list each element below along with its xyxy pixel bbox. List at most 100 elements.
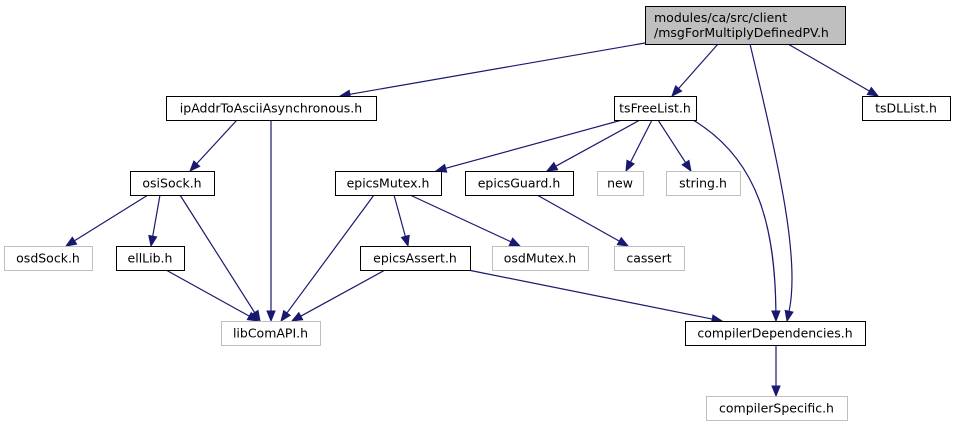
node-label: ipAddrToAsciiAsynchronous.h [180,101,362,116]
arrowhead [784,309,794,323]
edge-line [749,43,793,312]
arrowhead [280,309,292,323]
edge-line [165,269,250,317]
arrowhead [866,86,880,97]
arrowhead [189,160,201,172]
edge-compdep-to-compspec [771,345,781,398]
arrowhead [681,159,692,173]
node-label: epicsAssert.h [373,251,457,266]
edge-line [657,119,687,163]
edge-line [692,119,777,312]
edge-tsfree-to-string [657,119,692,173]
edge-root-to-ipaddr [338,42,646,99]
node-box [130,171,215,196]
node-cassert[interactable]: cassert [614,246,685,271]
nodes-layer: modules/ca/src/client/msgForMultiplyDefi… [4,6,951,421]
arrowhead [771,310,781,323]
node-tsfree[interactable]: tsFreeList.h [614,96,697,121]
node-box [335,171,442,196]
node-tsdl[interactable]: tsDLList.h [862,96,951,121]
node-box [465,171,574,196]
edge-line [630,119,653,163]
node-epicsmutex[interactable]: epicsMutex.h [335,171,442,196]
node-label: tsDLList.h [875,101,937,116]
node-epicsassert[interactable]: epicsAssert.h [360,246,471,271]
arrowhead [290,311,304,322]
edge-osisock-to-elllib [148,194,161,248]
edge-line [349,42,646,95]
edge-ipaddr-to-osisock [189,119,238,172]
edge-epicsguard-to-cassert [536,194,630,247]
node-label: modules/ca/src/client [654,10,787,25]
edge-line [409,194,512,243]
edge-line [179,194,256,313]
node-osdmutex[interactable]: osdMutex.h [492,246,589,271]
arrowhead [400,234,410,248]
node-elllib[interactable]: ellLib.h [116,246,185,271]
node-libcom[interactable]: libComAPI.h [221,321,321,346]
node-label: compilerDependencies.h [697,326,852,341]
edge-tsfree-to-compdep [692,119,781,323]
arrowhead [508,237,522,247]
node-compspec[interactable]: compilerSpecific.h [706,396,848,421]
node-epicsguard[interactable]: epicsGuard.h [465,171,574,196]
node-box [166,96,377,121]
edge-epicsmutex-to-osdmutex [409,194,522,247]
edge-osisock-to-osdsock [64,194,149,247]
node-box [666,171,741,196]
node-label: tsFreeList.h [619,101,691,116]
node-label: epicsGuard.h [478,176,561,191]
node-label: osdSock.h [16,251,80,266]
arrowhead [671,84,683,98]
edges-layer [64,42,880,398]
arrowhead [616,236,630,247]
edge-line [536,194,620,242]
node-box [116,246,185,271]
edge-epicsassert-to-compdep [467,269,724,324]
edge-line [393,194,406,237]
edge-tsfree-to-new [625,119,653,173]
node-box [614,96,697,121]
edge-line [555,119,641,167]
node-label: string.h [679,176,727,191]
arrowhead [545,161,559,172]
node-box [862,96,951,121]
node-ipaddr[interactable]: ipAddrToAsciiAsynchronous.h [166,96,377,121]
node-compdep[interactable]: compilerDependencies.h [685,321,866,346]
node-new[interactable]: new [597,171,644,196]
node-label: osiSock.h [142,176,201,191]
node-label: new [607,176,633,191]
edge-epicsassert-to-libcom [290,269,386,322]
node-root[interactable]: modules/ca/src/client/msgForMultiplyDefi… [645,6,846,45]
node-box [4,246,93,271]
node-box [597,171,644,196]
edge-line [196,119,238,165]
edge-line [787,43,870,92]
node-label: libComAPI.h [233,326,308,341]
edge-tsfree-to-epicsmutex [434,119,623,173]
edge-epicsmutex-to-epicsassert [393,194,410,248]
edge-line [74,194,149,242]
node-box [614,246,685,271]
edge-line [286,194,375,314]
node-string[interactable]: string.h [666,171,741,196]
arrowhead [246,311,260,322]
node-box [360,246,471,271]
edge-line [678,43,719,89]
edge-osisock-to-libcom [179,194,261,323]
edge-root-to-compdep [749,43,794,323]
node-box [706,396,848,421]
node-osisock[interactable]: osiSock.h [130,171,215,196]
arrowhead [64,236,78,247]
node-label: /msgForMultiplyDefinedPV.h [654,25,829,40]
arrowhead [266,310,276,323]
node-box [221,321,321,346]
node-label: osdMutex.h [504,251,576,266]
node-osdsock[interactable]: osdSock.h [4,246,93,271]
edge-line [445,119,623,169]
edge-root-to-tsfree [671,43,719,98]
edge-epicsmutex-to-libcom [280,194,375,323]
node-label: epicsMutex.h [347,176,430,191]
node-label: compilerSpecific.h [719,401,834,416]
